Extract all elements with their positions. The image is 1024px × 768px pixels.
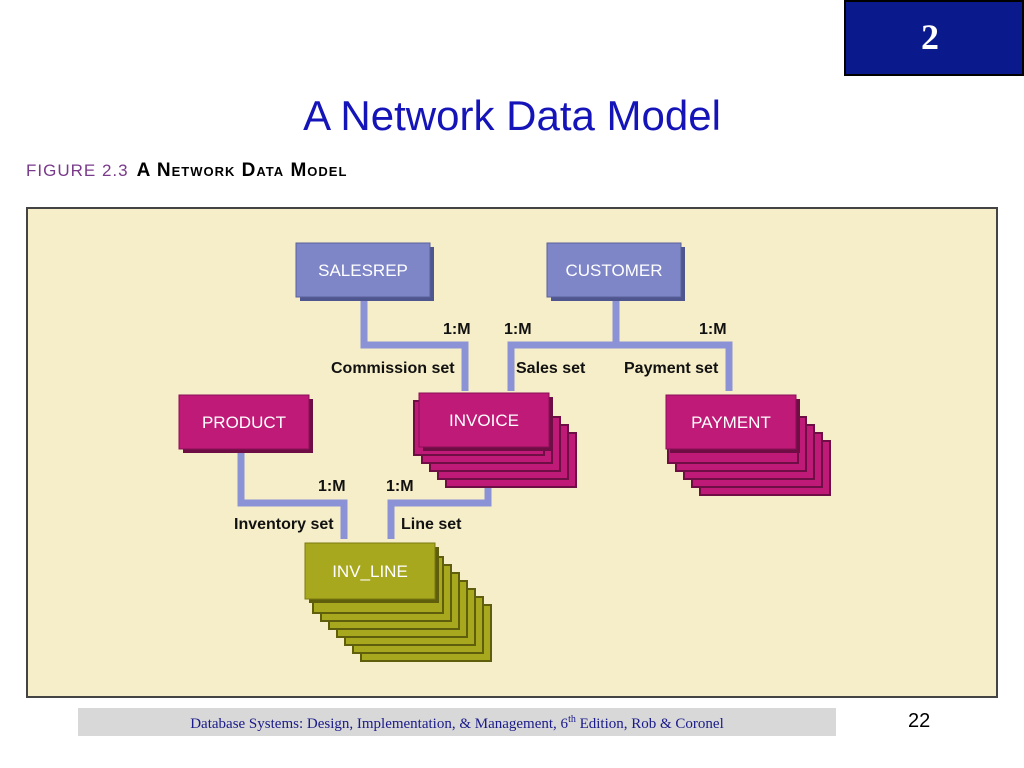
footer-text-tail: Edition, Rob & Coronel (575, 716, 724, 732)
label-line-set: Line set (401, 516, 462, 533)
cardinality-payment-set: 1:M (699, 321, 727, 338)
connector-sales-set (507, 301, 620, 391)
diagram-canvas: SALESREP CUSTOMER PRODUCT INVOICE (178, 242, 831, 662)
label-payment-set: Payment set (624, 360, 719, 377)
connector-payment-set (616, 341, 733, 391)
entity-label-salesrep: SALESREP (318, 261, 408, 280)
entity-salesrep: SALESREP (295, 242, 434, 301)
page-number: 22 (908, 710, 931, 732)
connector-commission-set (360, 301, 469, 391)
entity-label-customer: CUSTOMER (566, 261, 663, 280)
footer-text: Database Systems: Design, Implementation… (78, 714, 836, 733)
cardinality-inventory-set: 1:M (318, 478, 346, 495)
entity-invoice: INVOICE (413, 392, 577, 488)
footer-citation: Database Systems: Design, Implementation… (78, 708, 836, 736)
footer-superscript: th (568, 714, 576, 725)
footer-text-main: Database Systems: Design, Implementation… (190, 716, 569, 732)
chapter-badge: 2 (844, 0, 1024, 76)
entity-label-inv-line: INV_LINE (332, 562, 408, 581)
figure-title: A Network Data Model (136, 160, 348, 181)
entity-inv-line: INV_LINE (304, 542, 492, 662)
entity-label-payment: PAYMENT (691, 413, 771, 432)
cardinality-line-set: 1:M (386, 478, 414, 495)
figure-caption: FIGURE 2.3 A Network Data Model (26, 160, 347, 182)
entity-payment: PAYMENT (665, 394, 831, 496)
entity-label-product: PRODUCT (202, 413, 286, 432)
cardinality-sales-set: 1:M (504, 321, 532, 338)
label-inventory-set: Inventory set (234, 516, 334, 533)
cardinality-commission-set: 1:M (443, 321, 471, 338)
slide-title: A Network Data Model (303, 92, 721, 139)
label-sales-set: Sales set (516, 360, 586, 377)
entity-product: PRODUCT (178, 394, 313, 453)
entity-customer: CUSTOMER (546, 242, 685, 301)
chapter-number: 2 (921, 17, 939, 57)
label-commission-set: Commission set (331, 360, 455, 377)
network-diagram: SALESREP CUSTOMER PRODUCT INVOICE (26, 207, 998, 698)
entity-label-invoice: INVOICE (449, 411, 519, 430)
figure-number: FIGURE 2.3 (26, 161, 129, 180)
connector-inventory-set (237, 451, 348, 539)
